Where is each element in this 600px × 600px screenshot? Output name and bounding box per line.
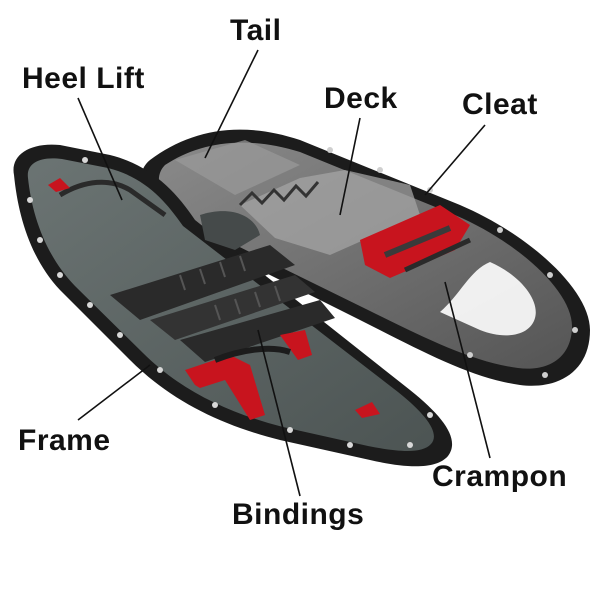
deck-label: Deck [324,82,398,115]
bindings-label: Bindings [232,498,365,531]
tail-leader [204,49,259,159]
cleat-crampon [360,205,472,278]
cleat-leader [424,124,486,196]
frame-label: Frame [18,424,111,457]
toe-cutout [440,262,536,336]
heel-lift-bar [58,179,167,218]
deck-serrated-edge [238,181,320,207]
crampon-leader [444,281,491,459]
heel-lift-label: Heel Lift [22,62,145,95]
heel-lift-leader [77,97,123,201]
right-snowshoe [140,129,590,386]
cleat-label: Cleat [462,88,538,121]
crampon [185,330,312,420]
bindings-leader [257,329,301,497]
left-logo-mark [48,178,380,418]
binding-strap-ridges [179,255,281,321]
deck-leader [339,117,361,216]
frame-leader [77,364,151,421]
left-rivets [27,157,433,448]
crampon-label: Crampon [432,460,568,493]
leader-lines [77,49,491,497]
tail-label: Tail [230,14,282,47]
left-snowshoe [13,144,453,467]
